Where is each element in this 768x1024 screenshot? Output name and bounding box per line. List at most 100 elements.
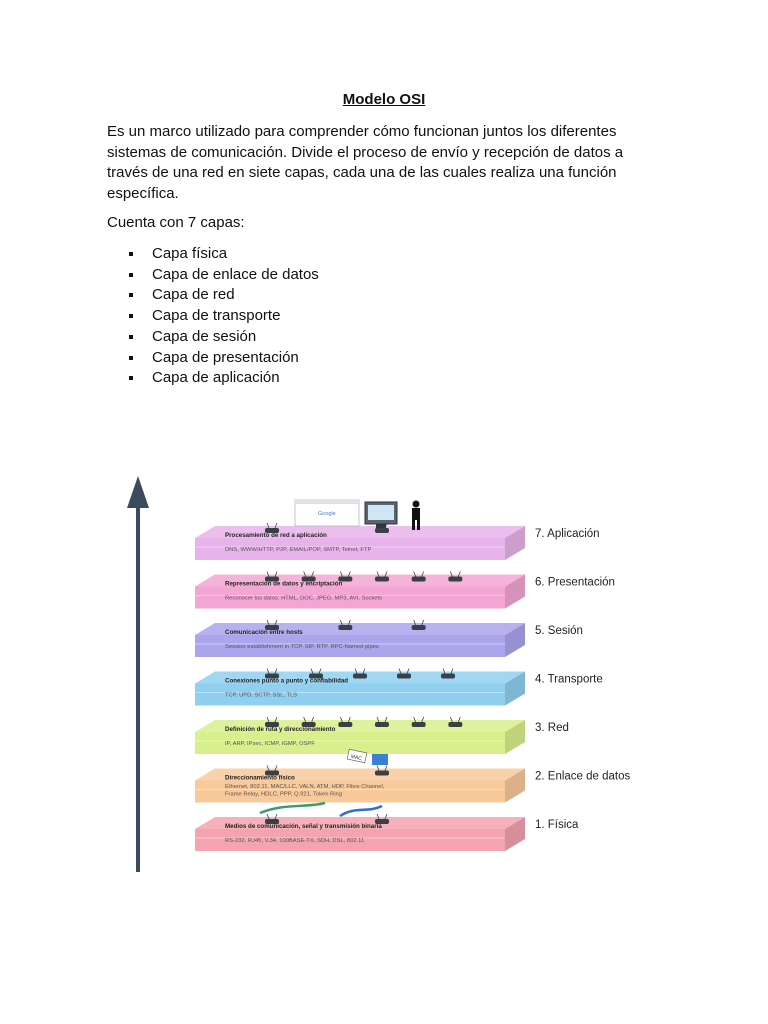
antenna-icon [384,716,388,723]
switch-icon [372,754,388,765]
router-icon [448,722,463,727]
osi-layer: Representación de datos y encriptaciónRe… [195,571,615,609]
antenna-icon [376,813,380,820]
green-cable-icon [259,801,326,815]
person-leg [417,520,420,530]
router-icon [265,770,279,776]
antenna-icon [450,668,454,674]
person-body [412,508,420,520]
mac-label: MAC [350,754,362,762]
layer-protocols: Session establishment in TCP, SIP, RTP, … [225,644,379,650]
layer-front-face [195,780,505,803]
antenna-icon [384,813,388,820]
antenna-icon [274,765,278,771]
antenna-icon [266,813,270,820]
antenna-icon [442,668,446,674]
router-icon [301,722,316,727]
arrow-head [127,476,149,508]
list-item: Capa de red [128,285,319,306]
osi-layers-diagram: Medios de comunicación, señal y transmis… [127,476,631,872]
search-badge: Google [318,511,336,517]
layer-label: 7. Aplicación [535,528,600,540]
arrow-shaft [136,504,140,872]
router-icon [397,673,411,679]
antenna-icon [266,522,270,529]
antenna-icon [347,619,351,626]
antenna-icon [274,813,278,820]
antenna-icon [413,619,417,626]
router-icon [301,576,316,582]
antenna-icon [449,571,453,577]
antenna-icon [303,716,307,723]
antenna-icon [376,571,380,577]
antenna-icon [376,716,380,723]
router-icon [309,673,323,679]
layer-heading: Definición de ruta y direccionamiento [225,726,336,733]
page-title: Modelo OSI [342,91,426,108]
antenna-icon [339,619,343,626]
antenna-icon [421,716,425,723]
antenna-icon [384,765,388,771]
list-item: Capa de sesión [128,327,319,348]
antenna-icon [384,571,388,577]
cable-icons [259,801,383,818]
layer-side-face [505,817,525,851]
mac-card-icon [346,748,368,764]
router-icon [375,819,389,824]
layer-front-face [195,635,505,657]
router-icon [448,576,463,582]
layer-front-face [195,538,505,560]
antenna-icon [274,716,278,723]
antenna-icon [303,571,307,577]
router-icon [265,819,279,824]
intro-paragraph: Es un marco utilizado para comprender có… [107,123,624,202]
layer-heading: Comunicación entre hosts [225,629,303,636]
layer-front-face [195,586,505,609]
antenna-icon [339,571,343,577]
antenna-icon [266,571,270,577]
up-arrow-icon [127,476,149,872]
antenna-icon [406,668,410,674]
layer-heading: Representación de datos y encriptación [225,581,342,588]
osi-layer: Medios de comunicación, señal y transmis… [195,813,579,851]
application-illustration: Google [294,499,420,530]
antenna-icon [421,619,425,626]
layer-protocols: RS-232, RJ45, V.34, 100BASE-TX, SDH, DSL… [225,838,364,844]
layer-front-face [195,683,505,706]
router-icon [265,722,279,727]
antenna-icon [311,571,315,577]
layer-side-face [505,768,525,803]
osi-layer: Definición de ruta y direccionamientoIP,… [195,716,569,754]
person-icon [412,500,420,508]
router-icon [338,576,353,582]
router-icon [338,722,353,727]
antenna-icon [362,668,366,674]
layer-side-face [505,623,525,657]
layer-protocols: Ethernet, 802.11, MAC/LLC, VALN, ATM, HD… [225,784,385,790]
layer-label: 1. Física [535,819,579,831]
antenna-icon [311,716,315,723]
monitor-screen [368,505,394,520]
layer-protocols-2: Frame Relay, HDLC, PPP, Q.921, Token Rin… [225,792,342,798]
list-item: Capa física [128,244,319,265]
antenna-icon [449,716,453,723]
router-icon [411,722,426,727]
person-leg [412,520,415,530]
layer-protocols: DNS, WWW/HTTP, P2P, EMAIL/POP, SMTP, Tel… [225,547,371,553]
antenna-icon [274,571,278,577]
antenna-icon [354,668,358,674]
mac-badge: MAC [346,748,388,765]
antenna-icon [347,716,351,723]
layer-side-face [505,574,525,609]
router-icon [375,576,389,582]
layer-protocols: TCP, UPD, SCTP, SSL, TLS [225,693,297,699]
antenna-icon [421,571,425,577]
antenna-icon [266,619,270,626]
router-icon [265,673,279,679]
antenna-icon [274,619,278,626]
layer-protocols: Reconocer los datos: HTML, DOC, JPEG, MP… [225,596,382,602]
layer-front-face [195,829,505,851]
router-icon [411,576,426,582]
layer-label: 4. Transporte [535,674,603,686]
